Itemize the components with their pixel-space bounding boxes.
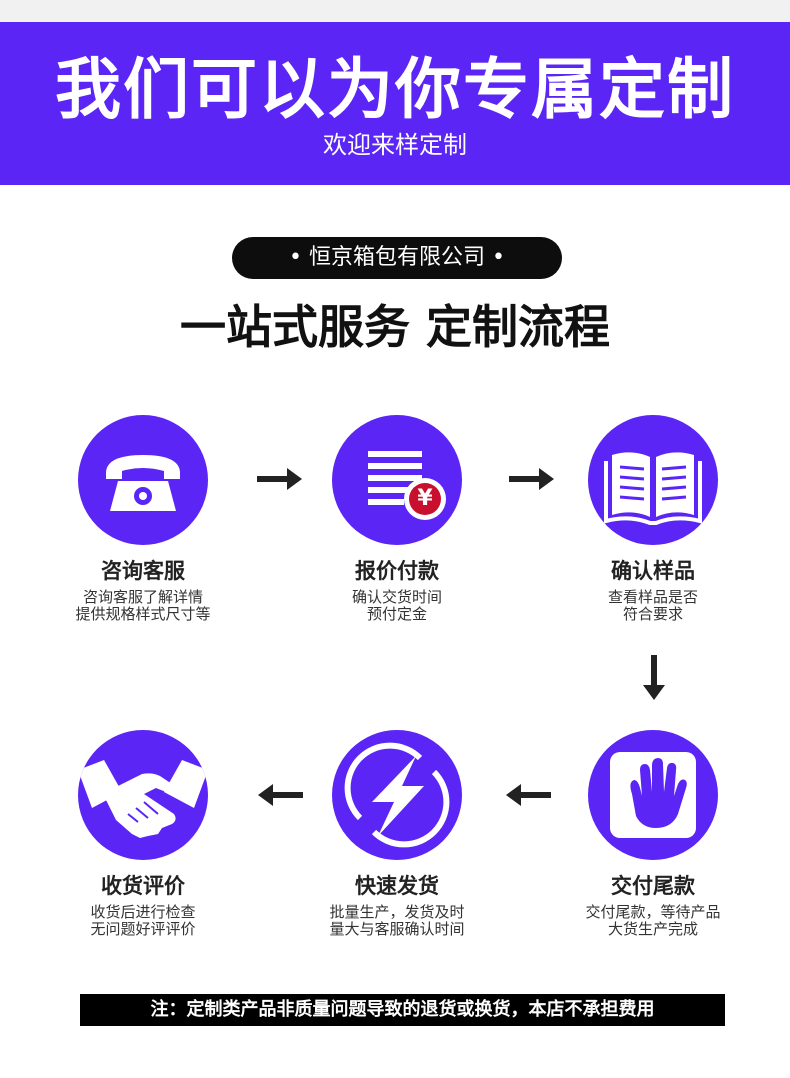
step-desc-line1: 批量生产，发货及时 xyxy=(329,903,465,921)
step-desc-line1: 咨询客服了解详情 xyxy=(82,588,203,606)
arrow-right-icon xyxy=(509,466,555,496)
step-desc-line2: 量大与客服确认时间 xyxy=(329,920,465,938)
step-receive-review: 收货评价 收货后进行检查 无问题好评评价 xyxy=(23,730,263,938)
step-desc-line1: 查看样品是否 xyxy=(607,588,698,606)
step-desc-line1: 交付尾款，等待产品 xyxy=(585,903,721,921)
step-confirm-sample: 确认样品 查看样品是否 符合要求 xyxy=(533,415,773,623)
hand-icon xyxy=(588,730,718,860)
step-desc-line2: 大货生产完成 xyxy=(607,920,698,938)
step-desc-line2: 无问题好评评价 xyxy=(90,920,196,938)
header-banner: 我们可以为你专属定制 欢迎来样定制 xyxy=(0,22,790,185)
step-desc-line2: 符合要求 xyxy=(622,605,683,623)
disclaimer-notice: 注：定制类产品非质量问题导致的退货或换货，本店不承担费用 xyxy=(80,994,725,1026)
top-strip xyxy=(0,0,790,22)
step-fast-shipping: 快速发货 批量生产，发货及时 量大与客服确认时间 xyxy=(277,730,517,938)
step-desc-line1: 确认交货时间 xyxy=(351,588,442,606)
banner-subtitle: 欢迎来样定制 xyxy=(323,131,467,159)
step-desc-line2: 提供规格样式尺寸等 xyxy=(75,605,211,623)
banner-title: 我们可以为你专属定制 xyxy=(55,51,735,128)
handshake-icon xyxy=(78,730,208,860)
step-consult: 咨询客服 咨询客服了解详情 提供规格样式尺寸等 xyxy=(23,415,263,623)
step-label: 咨询客服 xyxy=(101,559,185,583)
step-label: 交付尾款 xyxy=(611,874,695,898)
page-title: 一站式服务 定制流程 xyxy=(179,300,610,354)
arrow-down-icon xyxy=(641,655,667,705)
step-label: 收货评价 xyxy=(101,874,185,898)
lightning-icon xyxy=(332,730,462,860)
step-label: 确认样品 xyxy=(611,559,695,583)
step-desc-line1: 收货后进行检查 xyxy=(90,903,196,921)
yuan-symbol: ¥ xyxy=(417,486,433,511)
telephone-icon xyxy=(78,415,208,545)
step-label: 报价付款 xyxy=(355,559,439,583)
open-book-icon xyxy=(588,415,718,545)
step-desc-line2: 预付定金 xyxy=(366,605,427,623)
step-final-payment: 交付尾款 交付尾款，等待产品 大货生产完成 xyxy=(533,730,773,938)
company-name-pill: • 恒京箱包有限公司 • xyxy=(232,237,562,279)
step-label: 快速发货 xyxy=(355,874,439,898)
step-quote-pay: ¥ 报价付款 确认交货时间 预付定金 xyxy=(277,415,517,623)
invoice-yuan-icon: ¥ xyxy=(332,415,462,545)
arrow-left-icon xyxy=(257,782,303,812)
arrow-left-icon xyxy=(505,782,551,812)
arrow-right-icon xyxy=(257,466,303,496)
